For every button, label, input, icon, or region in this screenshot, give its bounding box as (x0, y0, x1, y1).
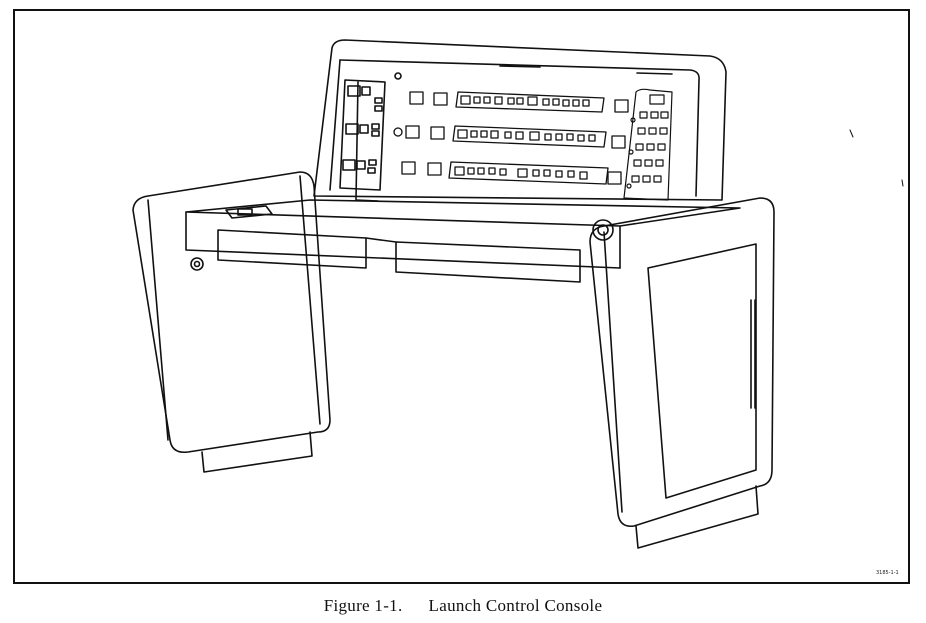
panel-left-module (339, 72, 402, 202)
drawing-reference-code: 3185-1-1 (876, 570, 899, 576)
panel-indicator-rows (393, 91, 629, 185)
figure-number: Figure 1-1. (323, 596, 403, 615)
back-panel (313, 39, 727, 201)
desk-top (185, 199, 741, 283)
right-pedestal (589, 197, 775, 549)
figure-border (13, 9, 910, 584)
figure-caption: Figure 1-1. Launch Control Console (0, 596, 926, 616)
figure-title: Launch Control Console (428, 596, 603, 615)
panel-right-module (623, 88, 673, 201)
left-pedestal (132, 171, 331, 473)
